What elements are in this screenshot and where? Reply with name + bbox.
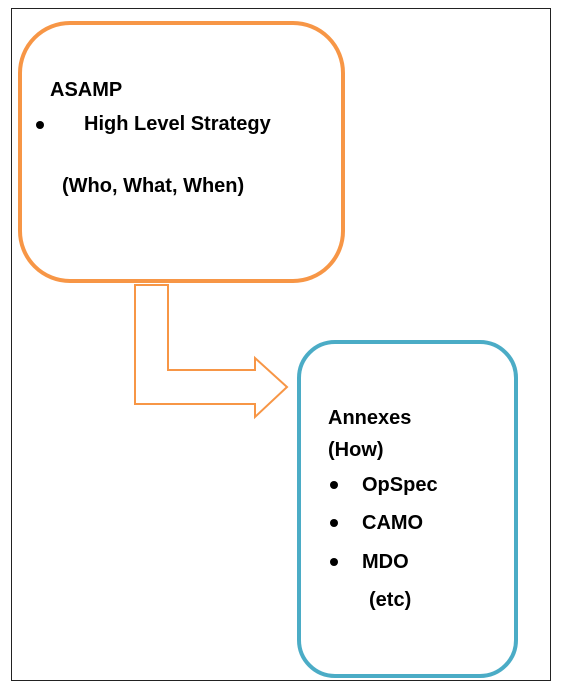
annex-box-title: Annexes (328, 407, 412, 429)
strategy-box-title: ASAMP (50, 79, 123, 101)
bullet-icon (330, 519, 338, 527)
strategy-box (18, 21, 345, 283)
annex-box (297, 340, 518, 678)
bullet-icon (330, 558, 338, 566)
diagram-frame (11, 8, 551, 681)
annex-bullet-item: CAMO (362, 512, 424, 534)
annex-bullet-item: MDO (362, 551, 409, 573)
annex-bullet-item: OpSpec (362, 474, 438, 496)
annex-box-subtitle: (How) (328, 439, 384, 461)
strategy-bullet-item: High Level Strategy (84, 113, 271, 135)
bullet-icon (36, 121, 44, 129)
connector-arrow-outline (134, 284, 289, 420)
annex-box-note: (etc) (369, 589, 412, 611)
bullet-icon (330, 481, 338, 489)
strategy-box-note: (Who, What, When) (62, 175, 245, 197)
